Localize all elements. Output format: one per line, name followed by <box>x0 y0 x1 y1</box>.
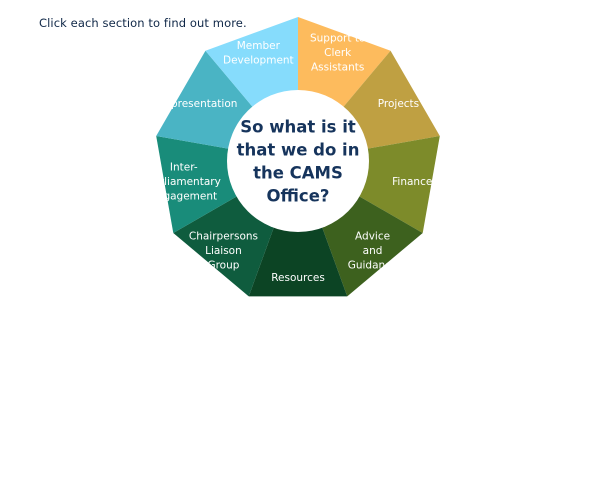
instruction-text: Click each section to find out more. <box>39 16 247 30</box>
center-circle <box>227 90 369 232</box>
